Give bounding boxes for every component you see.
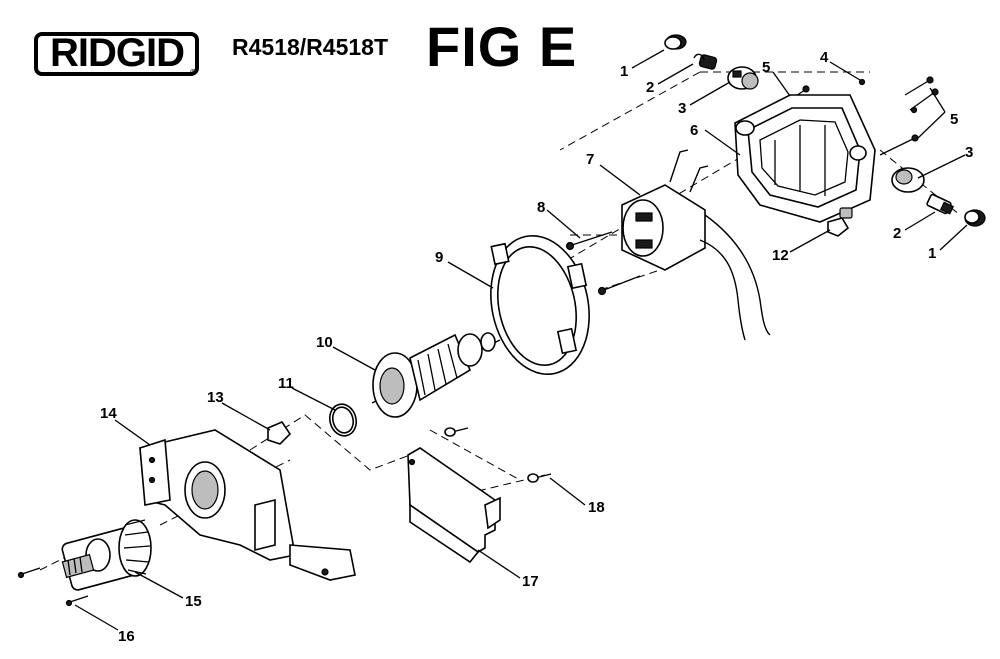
guard-plate xyxy=(407,447,501,564)
registered-mark: ® xyxy=(190,68,196,77)
brush-cap-top xyxy=(664,34,687,50)
figure-title: FIG E xyxy=(426,15,578,78)
callout-5-top: 5 xyxy=(762,59,770,76)
brush-cap-right xyxy=(964,209,986,227)
callout-16: 16 xyxy=(118,628,135,645)
callout-14: 14 xyxy=(100,405,117,422)
callout-3-right: 3 xyxy=(965,144,973,161)
callout-2-right: 2 xyxy=(893,225,901,242)
callout-3-top: 3 xyxy=(678,100,686,117)
callout-13: 13 xyxy=(207,389,224,406)
gear-screws xyxy=(17,567,89,607)
o-ring xyxy=(328,403,358,437)
retaining-clip xyxy=(267,421,292,445)
callout-11: 11 xyxy=(278,375,294,392)
brush-holder-top xyxy=(727,66,759,90)
carbon-brush-top xyxy=(693,53,718,70)
callout-9: 9 xyxy=(435,249,443,266)
callout-10: 10 xyxy=(316,334,333,351)
model-number: R4518/R4518T xyxy=(232,34,388,60)
fan-baffle xyxy=(490,235,590,375)
callout-4: 4 xyxy=(820,49,829,66)
washer-4 xyxy=(858,78,918,114)
guard-screws xyxy=(444,427,552,483)
callout-5-right: 5 xyxy=(950,111,958,128)
field-stator xyxy=(621,149,771,341)
leader-lines xyxy=(74,49,968,631)
motor-housing xyxy=(734,94,876,223)
callout-labels: 1 2 3 5 4 5 6 3 7 8 2 1 12 9 10 11 13 14… xyxy=(100,49,973,645)
through-bolts xyxy=(565,231,641,296)
callout-12: 12 xyxy=(772,247,789,264)
callout-1-top: 1 xyxy=(620,63,628,80)
callout-18: 18 xyxy=(588,499,605,516)
gear-spindle xyxy=(61,519,152,591)
callout-6: 6 xyxy=(690,122,698,139)
callout-1-right: 1 xyxy=(928,245,936,262)
strain-relief xyxy=(827,207,853,237)
gear-case xyxy=(139,429,356,581)
armature xyxy=(371,332,501,418)
logo-frame xyxy=(34,32,199,76)
callout-7: 7 xyxy=(586,151,594,168)
callout-17: 17 xyxy=(522,573,539,590)
brand-logo: RIDGID xyxy=(50,31,185,75)
callout-15: 15 xyxy=(185,593,202,610)
callout-8: 8 xyxy=(537,199,545,216)
callout-2-top: 2 xyxy=(646,79,654,96)
carbon-brush-right xyxy=(926,193,955,215)
brush-holder-right xyxy=(891,167,925,193)
